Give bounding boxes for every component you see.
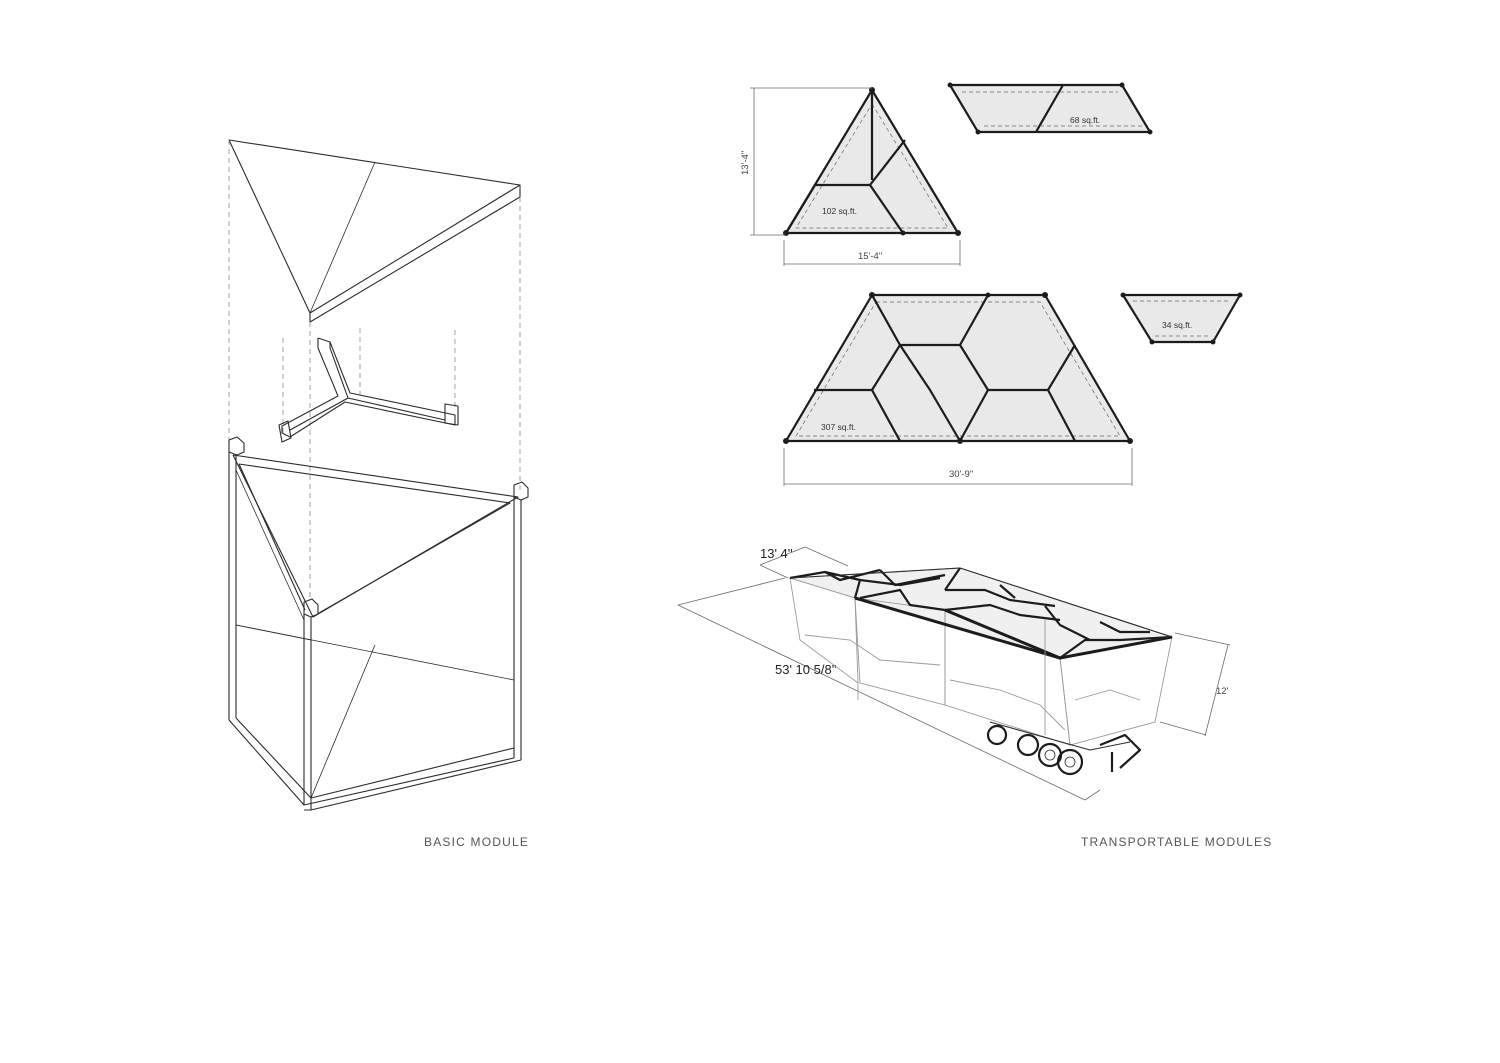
- plan-small-trapezoid: 34 sq.ft.: [1120, 292, 1243, 345]
- basic-module-drawing: BASIC MODULE: [228, 139, 529, 849]
- truck-wheel: [1016, 733, 1040, 757]
- truck-modules: [789, 567, 1173, 746]
- triangle-height-dim: 13'-4": [740, 151, 751, 175]
- three-way-connector: [278, 337, 459, 443]
- triangle-width-dim: 15'-4": [858, 251, 882, 262]
- truck-height-dim: 12': [1216, 686, 1229, 697]
- truck-length-dim: 53' 10 5/8'': [775, 662, 837, 677]
- truck-chassis: [986, 721, 1142, 776]
- truck-width-dim: 13' 4'': [760, 546, 793, 561]
- trapezoid-width-dim: 30'-9": [949, 469, 973, 480]
- basic-module-caption: BASIC MODULE: [424, 835, 529, 849]
- truck-wheel: [1056, 748, 1084, 776]
- triangle-area-label: 102 sq.ft.: [822, 206, 857, 216]
- truck-wheel: [986, 724, 1008, 746]
- projection-lines: [228, 140, 521, 600]
- plan-triangle: 102 sq.ft. 13'-4" 15'-4": [740, 87, 961, 266]
- plan-parallelogram: 68 sq.ft.: [947, 82, 1153, 135]
- small-trapezoid-area-label: 34 sq.ft.: [1162, 320, 1192, 330]
- parallelogram-area-label: 68 sq.ft.: [1070, 115, 1100, 125]
- roof-slab: [228, 139, 521, 323]
- plan-large-trapezoid: 307 sq.ft. 30'-9": [783, 292, 1133, 486]
- module-frame: [228, 436, 529, 811]
- truck-drawing: 13' 4'' 53' 10 5/8'' 12': [677, 546, 1272, 849]
- transportable-modules-caption: TRANSPORTABLE MODULES: [1081, 835, 1272, 849]
- large-trapezoid-area-label: 307 sq.ft.: [821, 422, 856, 432]
